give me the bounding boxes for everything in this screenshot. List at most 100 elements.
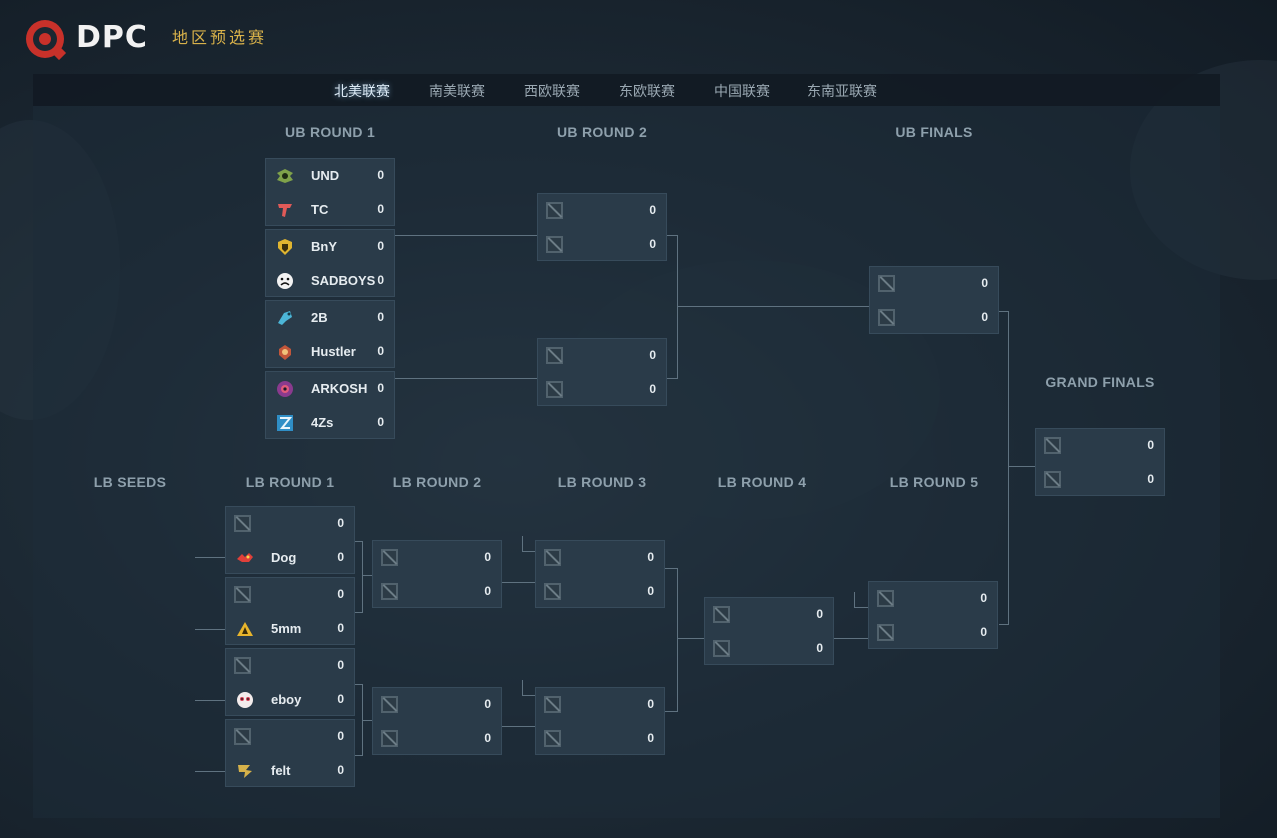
match-lb-round-2-2[interactable]: 0 0 xyxy=(372,687,502,755)
team-row[interactable]: 0 xyxy=(869,616,997,650)
match-ub-round-1-3[interactable]: 2B 0 Hustler 0 xyxy=(265,300,395,368)
team-row[interactable]: 0 xyxy=(869,582,997,616)
team-score: 0 xyxy=(377,310,384,324)
team-name: TC xyxy=(311,202,329,217)
team-row[interactable]: Hustler 0 xyxy=(266,335,394,369)
tab-south-america[interactable]: 南美联赛 xyxy=(429,84,485,100)
team-score: 0 xyxy=(980,625,987,639)
team-score: 0 xyxy=(647,550,654,564)
team-row[interactable]: ARKOSH 0 xyxy=(266,372,394,406)
team-row[interactable]: 0 xyxy=(705,632,833,666)
dota-placeholder-icon xyxy=(234,728,251,745)
team-row[interactable]: 0 xyxy=(1036,463,1164,497)
team-row[interactable]: 5mm 0 xyxy=(226,612,354,646)
dota-logo-icon[interactable] xyxy=(24,18,68,60)
match-ub-round-1-1[interactable]: UND 0 TC 0 xyxy=(265,158,395,226)
team-row[interactable]: 0 xyxy=(536,722,664,756)
team-row[interactable]: 0 xyxy=(226,720,354,754)
team-row[interactable]: TC 0 xyxy=(266,193,394,227)
bracket-connector xyxy=(522,536,523,552)
tab-china[interactable]: 中国联赛 xyxy=(714,84,770,100)
team-row[interactable]: 0 xyxy=(226,578,354,612)
team-row[interactable]: eboy 0 xyxy=(226,683,354,717)
match-lb-round-3-2[interactable]: 0 0 xyxy=(535,687,665,755)
team-row[interactable]: 0 xyxy=(870,267,998,301)
team-row[interactable]: 0 xyxy=(373,541,501,575)
round-label-lb-round-3: LB ROUND 3 xyxy=(557,474,647,490)
team-row[interactable]: UND 0 xyxy=(266,159,394,193)
bracket-connector xyxy=(999,311,1009,312)
team-score: 0 xyxy=(484,584,491,598)
team-score: 0 xyxy=(816,641,823,655)
match-lb-round-5[interactable]: 0 0 xyxy=(868,581,998,649)
team-row[interactable]: 0 xyxy=(1036,429,1164,463)
bracket-connector xyxy=(677,568,678,712)
team-score: 0 xyxy=(484,731,491,745)
bracket-connector xyxy=(395,378,537,379)
match-lb-round-3-1[interactable]: 0 0 xyxy=(535,540,665,608)
team-row[interactable]: 0 xyxy=(226,649,354,683)
team-row[interactable]: 0 xyxy=(870,301,998,335)
team-row[interactable]: 4Zs 0 xyxy=(266,406,394,440)
team-row[interactable]: 0 xyxy=(538,339,666,373)
match-ub-round-1-4[interactable]: ARKOSH 0 4Zs 0 xyxy=(265,371,395,439)
tab-southeast-asia[interactable]: 东南亚联赛 xyxy=(807,84,877,100)
round-label-lb-seeds: LB SEEDS xyxy=(93,474,167,490)
dota-placeholder-icon xyxy=(381,549,398,566)
match-lb-round-1-2[interactable]: 0 5mm 0 xyxy=(225,577,355,645)
round-label-lb-round-2: LB ROUND 2 xyxy=(392,474,482,490)
match-ub-finals[interactable]: 0 0 xyxy=(869,266,999,334)
team-row[interactable]: 0 xyxy=(536,541,664,575)
team-row[interactable]: 0 xyxy=(538,194,666,228)
dota-placeholder-icon xyxy=(1044,471,1061,488)
round-label-lb-round-4: LB ROUND 4 xyxy=(717,474,807,490)
match-lb-round-1-3[interactable]: 0 eboy 0 xyxy=(225,648,355,716)
team-score: 0 xyxy=(377,381,384,395)
team-row[interactable]: 0 xyxy=(538,373,666,407)
team-row[interactable]: BnY 0 xyxy=(266,230,394,264)
dota-placeholder-icon xyxy=(234,586,251,603)
bracket-connector xyxy=(502,726,536,727)
team-row[interactable]: 0 xyxy=(373,575,501,609)
bracket-connector xyxy=(1008,311,1009,625)
team-row[interactable]: SADBOYS 0 xyxy=(266,264,394,298)
tab-western-europe[interactable]: 西欧联赛 xyxy=(524,84,580,100)
dota-placeholder-icon xyxy=(1044,437,1061,454)
team-row[interactable]: 2B 0 xyxy=(266,301,394,335)
team-row[interactable]: 0 xyxy=(536,575,664,609)
match-lb-round-1-1[interactable]: 0 Dog 0 xyxy=(225,506,355,574)
match-ub-round-2-2[interactable]: 0 0 xyxy=(537,338,667,406)
team-row[interactable]: 0 xyxy=(373,688,501,722)
bracket-connector xyxy=(667,235,678,236)
dota-placeholder-icon xyxy=(544,730,561,747)
round-label-grand-finals: GRAND FINALS xyxy=(1045,374,1155,390)
match-ub-round-2-1[interactable]: 0 0 xyxy=(537,193,667,261)
tc-logo-icon xyxy=(278,204,292,217)
logo-text: DPC xyxy=(76,20,148,55)
team-row[interactable]: Dog 0 xyxy=(226,541,354,575)
match-lb-round-1-4[interactable]: 0 felt 0 xyxy=(225,719,355,787)
team-row[interactable]: 0 xyxy=(226,507,354,541)
match-grand-finals[interactable]: 0 0 xyxy=(1035,428,1165,496)
match-lb-round-2-1[interactable]: 0 0 xyxy=(372,540,502,608)
match-ub-round-1-2[interactable]: BnY 0 SADBOYS 0 xyxy=(265,229,395,297)
match-lb-round-4[interactable]: 0 0 xyxy=(704,597,834,665)
team-name: Hustler xyxy=(311,344,356,359)
team-row[interactable]: 0 xyxy=(536,688,664,722)
region-tabs: 北美联赛 南美联赛 西欧联赛 东欧联赛 中国联赛 东南亚联赛 xyxy=(33,74,1220,106)
team-row[interactable]: 0 xyxy=(373,722,501,756)
team-score: 0 xyxy=(337,516,344,530)
dog-logo-icon xyxy=(237,553,253,562)
tab-eastern-europe[interactable]: 东欧联赛 xyxy=(619,84,675,100)
bracket-connector xyxy=(677,306,869,307)
team-name: BnY xyxy=(311,239,337,254)
team-name: 5mm xyxy=(271,621,302,636)
round-label-ub-finals: UB FINALS xyxy=(895,124,973,140)
team-row[interactable]: 0 xyxy=(705,598,833,632)
team-row[interactable]: felt 0 xyxy=(226,754,354,788)
bracket-connector xyxy=(502,582,536,583)
bracket-connector xyxy=(362,541,363,613)
tab-north-america[interactable]: 北美联赛 xyxy=(334,84,390,100)
team-row[interactable]: 0 xyxy=(538,228,666,262)
bracket-connector xyxy=(195,557,225,558)
